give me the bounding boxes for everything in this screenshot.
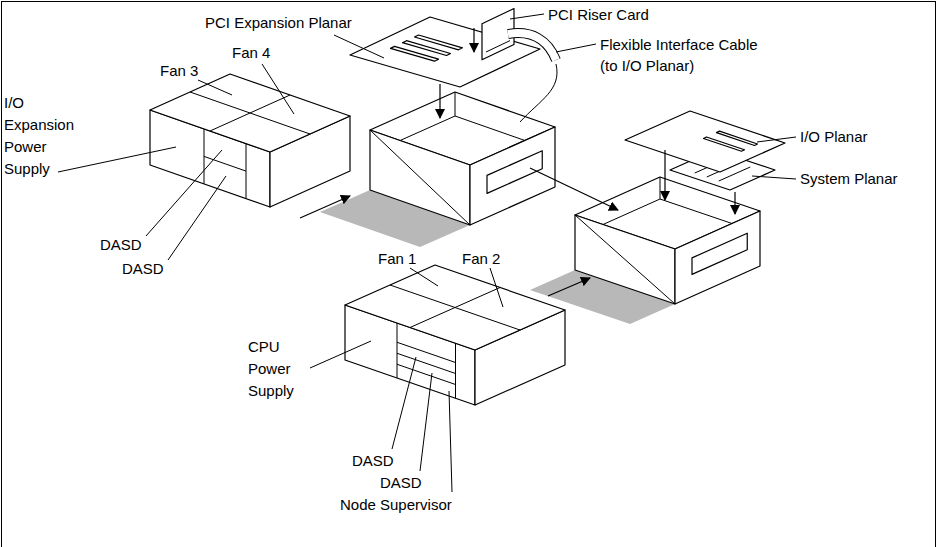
leader-line <box>757 137 796 142</box>
leader-line <box>410 268 438 286</box>
leader-line <box>262 64 294 114</box>
inner-wall <box>660 199 732 224</box>
label-slot: DASD <box>380 474 422 491</box>
label-slot: Node Supervisor <box>340 496 452 513</box>
cpu-assembly <box>345 265 565 405</box>
cable-route-arrow <box>530 168 618 210</box>
label-slot: Fan 4 <box>232 44 270 61</box>
inner-wall <box>455 92 456 116</box>
bay-divider <box>397 353 456 373</box>
leader-line <box>510 14 544 19</box>
face-diagonal <box>370 130 470 225</box>
cable-window <box>487 151 542 194</box>
leader-line <box>392 357 416 449</box>
label-slot: PCI Expansion Planar <box>205 14 352 31</box>
leader-line <box>334 35 384 58</box>
assembly-top <box>345 265 565 350</box>
part-label: PCI Expansion Planar <box>205 14 352 31</box>
insert-arrow <box>439 84 440 118</box>
part-label: DASD <box>380 474 422 491</box>
cable-window <box>692 233 747 274</box>
fan-divider <box>390 285 520 330</box>
leader-line <box>168 176 226 260</box>
chassis-side <box>675 211 760 304</box>
pci-expansion-chassis <box>370 92 555 225</box>
card-slot <box>415 35 463 50</box>
part-label: DASD <box>352 452 394 469</box>
ribbon-cable <box>508 33 556 60</box>
part-label: Fan 3 <box>160 62 198 79</box>
leader-line <box>58 147 176 172</box>
leader-line <box>420 373 432 471</box>
insert-arrow <box>548 278 590 296</box>
label-slot: CPU Power Supply <box>248 336 308 402</box>
io-expansion-assembly <box>150 74 350 207</box>
inner-wall <box>400 116 455 141</box>
leader-line <box>198 80 232 95</box>
bay-divider <box>455 343 456 398</box>
inner-wall <box>603 199 660 225</box>
label-slot: DASD <box>122 260 164 277</box>
label-slot: DASD <box>352 452 394 469</box>
part-label: Node Supervisor <box>340 496 452 513</box>
label-slot: System Planar <box>800 170 898 187</box>
leader-line <box>752 176 796 179</box>
inner-wall <box>455 116 525 141</box>
part-label: PCI Riser Card <box>548 6 649 23</box>
pci-planar-assembly <box>350 9 557 123</box>
card-slot <box>717 131 758 145</box>
cpu-chassis <box>575 177 760 304</box>
leader-line <box>556 44 596 52</box>
ribbon-cable <box>508 33 556 60</box>
label-slot: I/O Planar <box>800 128 868 145</box>
insert-arrow <box>300 196 350 218</box>
leader-line <box>490 268 503 307</box>
leader-line <box>146 150 222 236</box>
part-label: I/O Expansion Power Supply <box>4 92 82 180</box>
part-label: Fan 1 <box>378 250 416 267</box>
label-slot: Fan 2 <box>462 250 500 267</box>
label-slot: PCI Riser Card <box>548 6 649 23</box>
label-slot: Flexible Interface Cable (to I/O Planar) <box>600 34 770 76</box>
inner-wall <box>660 177 661 199</box>
leader-line <box>310 341 371 368</box>
cpu-planars <box>625 111 785 190</box>
label-slot: I/O Expansion Power Supply <box>4 92 82 180</box>
part-label: Fan 4 <box>232 44 270 61</box>
leader-line <box>449 391 452 492</box>
bay-divider <box>397 323 398 378</box>
label-slot: Fan 1 <box>378 250 416 267</box>
riser-edge <box>486 41 510 52</box>
part-label: Fan 2 <box>462 250 500 267</box>
part-label: Flexible Interface Cable (to I/O Planar) <box>600 34 770 76</box>
bay-divider <box>397 364 456 384</box>
label-slot: DASD <box>100 236 142 253</box>
part-label: DASD <box>122 260 164 277</box>
chassis-front <box>575 215 675 304</box>
face-diagonal <box>575 215 675 304</box>
chassis-front <box>370 130 470 225</box>
part-label: I/O Planar <box>800 128 868 145</box>
label-slot: Fan 3 <box>160 62 198 79</box>
insert-arrow <box>664 150 665 200</box>
cable-wire <box>520 64 557 122</box>
bay-divider <box>397 342 456 362</box>
leader-lines <box>58 14 796 492</box>
part-label: System Planar <box>800 170 898 187</box>
chassis-side <box>470 127 555 225</box>
insert-arrow <box>473 28 474 52</box>
fan-divider <box>190 92 310 134</box>
part-label: DASD <box>100 236 142 253</box>
insert-arrow <box>734 192 735 214</box>
assembly-top <box>150 74 350 152</box>
part-label: CPU Power Supply <box>248 336 308 402</box>
